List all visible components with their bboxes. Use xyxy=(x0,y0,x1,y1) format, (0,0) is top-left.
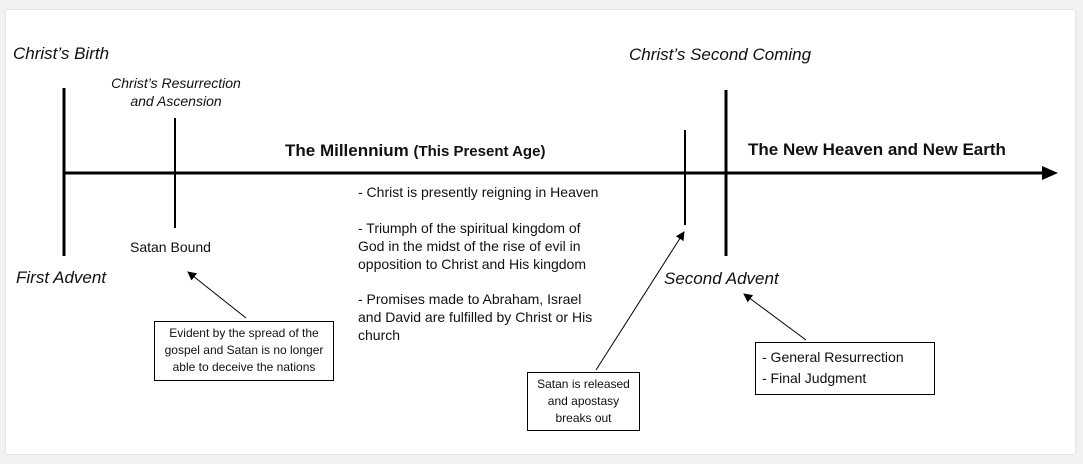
resurrection-line-2: and Ascension xyxy=(130,93,222,109)
final-events-pointer xyxy=(743,293,807,341)
new-heaven-title: The New Heaven and New Earth xyxy=(748,140,1006,159)
first-advent-label: First Advent xyxy=(16,268,107,287)
timeline-arrowhead xyxy=(1042,166,1058,180)
callout-line: and apostasy xyxy=(547,394,620,408)
resurrection-label: Christ’s Resurrection and Ascension xyxy=(104,74,248,110)
callout-line: - Final Judgment xyxy=(762,370,867,386)
resurrection-line-1: Christ’s Resurrection xyxy=(111,75,241,91)
point-line: - Triumph of the spiritual kingdom of xyxy=(358,220,581,236)
point-line: opposition to Christ and His kingdom xyxy=(358,256,587,272)
callout-line: breaks out xyxy=(555,411,612,425)
point-line: - Promises made to Abraham, Israel xyxy=(358,291,582,307)
satan-released-callout: Satan is released and apostasy breaks ou… xyxy=(527,372,640,431)
present-age-heading: (This Present Age) xyxy=(413,143,546,160)
timeline-graphics xyxy=(62,88,1058,371)
satan-released-pointer xyxy=(595,231,685,371)
point-reigning: - Christ is presently reigning in Heaven xyxy=(358,183,598,201)
point-line: - Christ is presently reigning in Heaven xyxy=(358,184,599,200)
callout-line: able to deceive the nations xyxy=(172,360,316,374)
final-events-callout: - General Resurrection - Final Judgment xyxy=(755,342,935,395)
callout-line: - General Resurrection xyxy=(762,349,904,365)
second-coming-label: Christ’s Second Coming xyxy=(629,45,812,64)
callout-line: gospel and Satan is no longer xyxy=(164,343,324,357)
satan-bound-callout: Evident by the spread of the gospel and … xyxy=(154,321,334,381)
second-advent-label: Second Advent xyxy=(664,269,779,288)
millennium-heading: The Millennium xyxy=(285,141,409,160)
diagram-canvas: Christ’s Birth Christ’s Resurrection and… xyxy=(6,10,1075,454)
satan-bound-pointer xyxy=(187,271,247,319)
millennium-title: The Millennium (This Present Age) xyxy=(285,141,545,161)
point-line: church xyxy=(358,327,401,343)
callout-line: Satan is released xyxy=(537,377,630,391)
millennium-points: - Christ is presently reigning in Heaven… xyxy=(358,183,598,344)
point-promises: - Promises made to Abraham, Israel and D… xyxy=(358,290,598,344)
point-triumph: - Triumph of the spiritual kingdom of Go… xyxy=(358,219,598,273)
point-line: God in the midst of the rise of evil in xyxy=(358,238,581,254)
christs-birth-label: Christ’s Birth xyxy=(13,44,110,63)
satan-bound-label: Satan Bound xyxy=(130,239,211,255)
point-line: and David are fulfilled by Christ or His xyxy=(358,309,593,325)
callout-line: Evident by the spread of the xyxy=(169,326,319,340)
